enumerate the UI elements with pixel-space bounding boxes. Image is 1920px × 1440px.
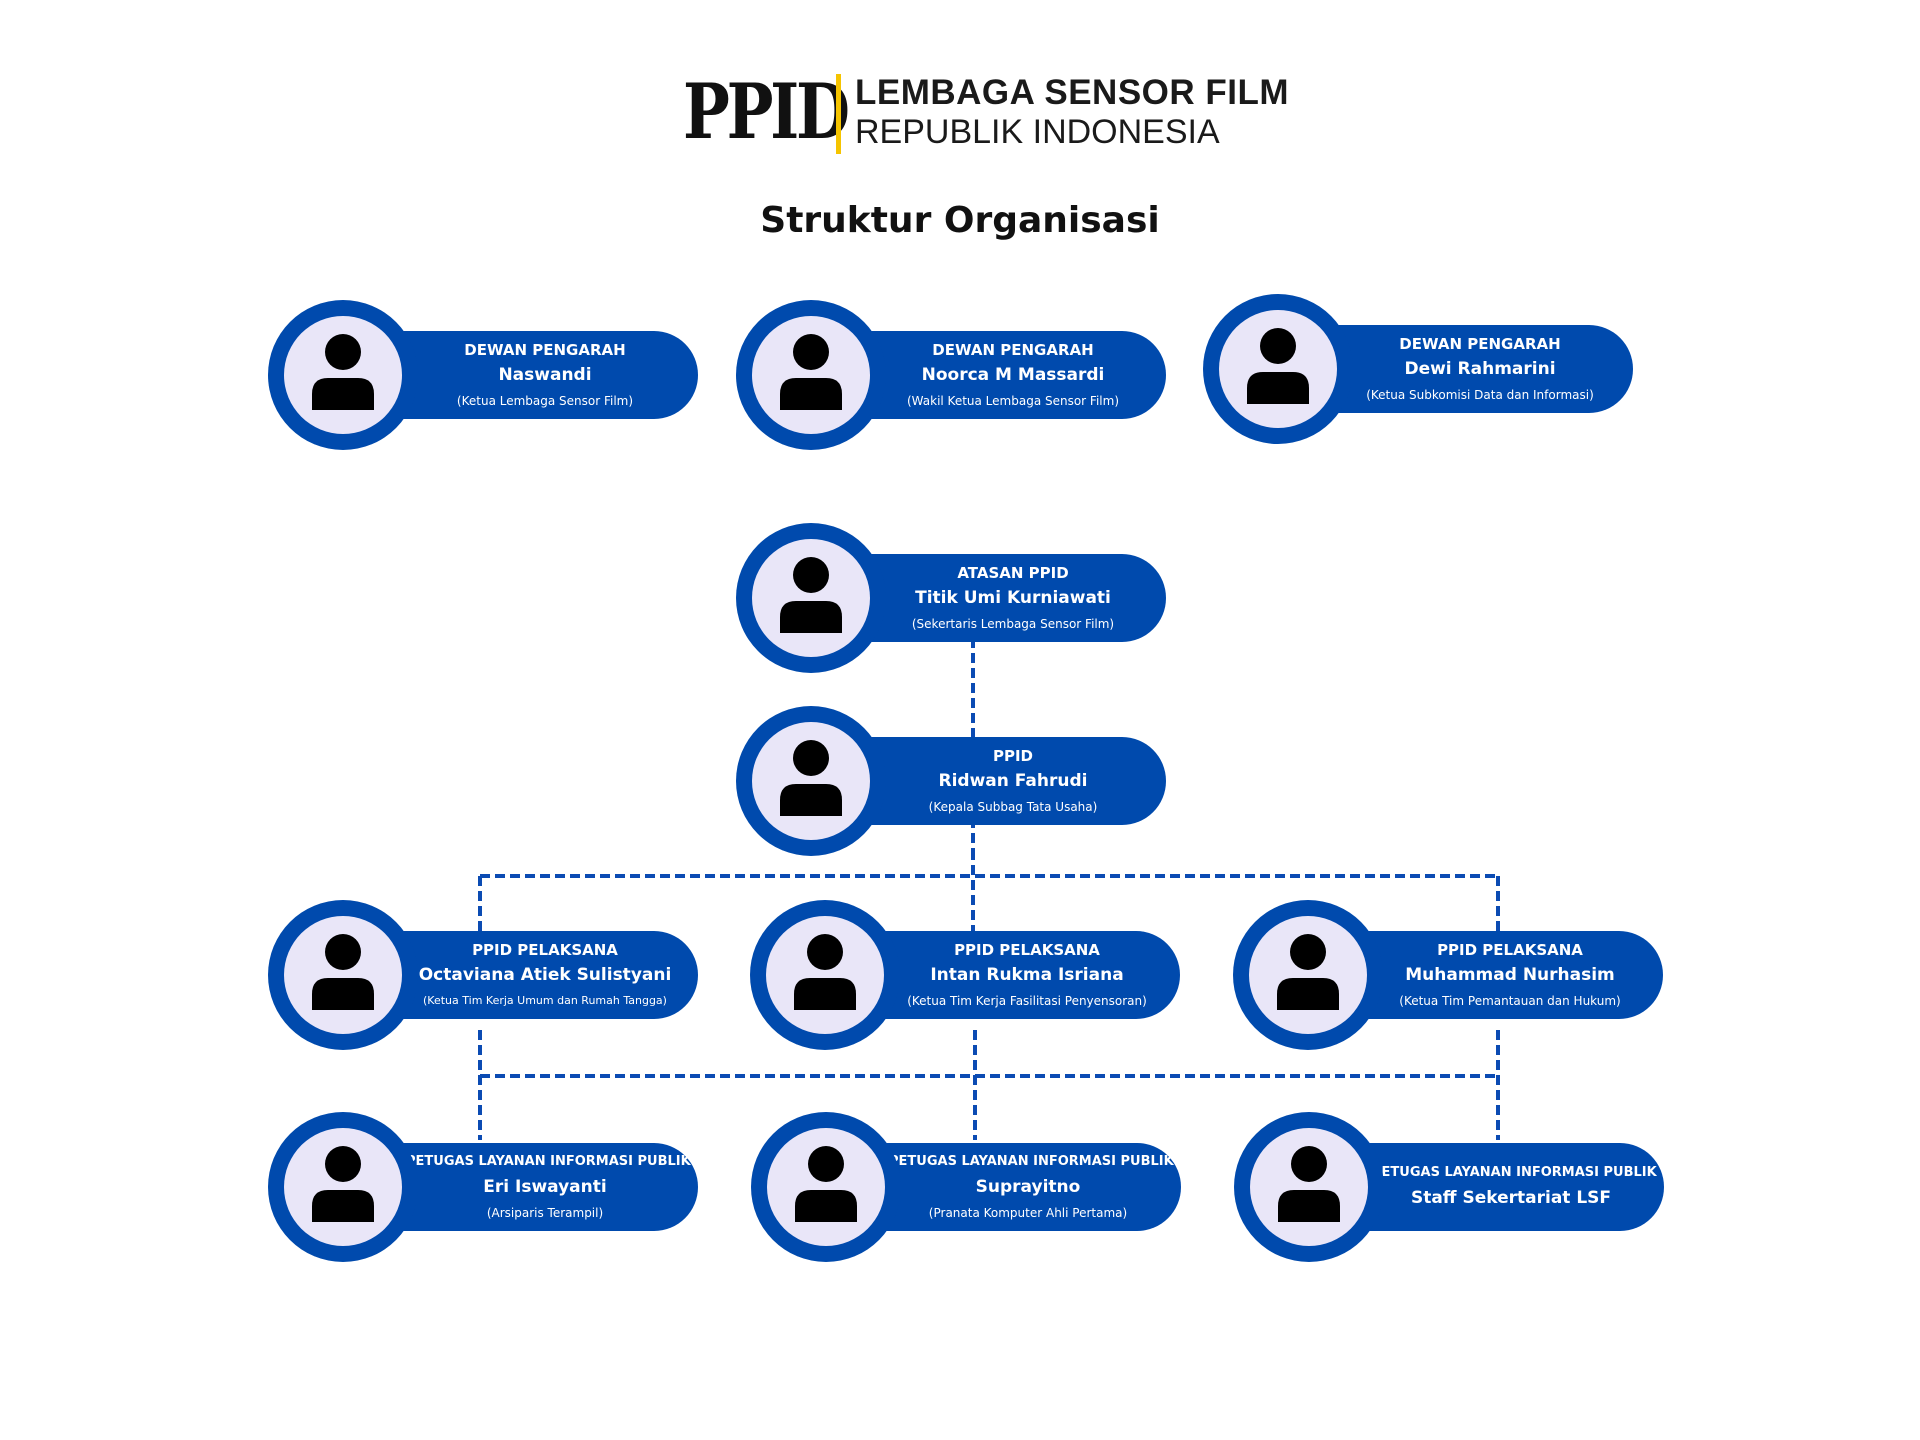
node-name: Noorca M Massardi xyxy=(921,365,1105,385)
person-icon xyxy=(795,1146,857,1222)
node-desc: (Ketua Tim Kerja Umum dan Rumah Tangga) xyxy=(423,994,667,1007)
person-icon xyxy=(780,740,842,816)
node-name: Dewi Rahmarini xyxy=(1404,359,1556,379)
avatar xyxy=(736,300,886,450)
avatar-inner xyxy=(752,539,870,657)
org-node-dewan-pengarah-1: DEWAN PENGARAH Naswandi (Ketua Lembaga S… xyxy=(268,300,698,450)
person-icon xyxy=(1278,1146,1340,1222)
org-node-ppid-pelaksana-3: PPID PELAKSANA Muhammad Nurhasim (Ketua … xyxy=(1233,900,1663,1050)
avatar-inner xyxy=(1249,916,1367,1034)
avatar-inner xyxy=(284,316,402,434)
org-node-dewan-pengarah-3: DEWAN PENGARAH Dewi Rahmarini (Ketua Sub… xyxy=(1203,294,1633,444)
logo-institution: LEMBAGA SENSOR FILM xyxy=(855,73,1290,112)
node-desc: (Kepala Subbag Tata Usaha) xyxy=(928,800,1098,814)
avatar xyxy=(1234,1112,1384,1262)
node-desc: (Wakil Ketua Lembaga Sensor Film) xyxy=(906,394,1119,408)
avatar xyxy=(1203,294,1353,444)
org-node-atasan-ppid: ATASAN PPID Titik Umi Kurniawati (Sekert… xyxy=(736,523,1166,673)
node-name: Muhammad Nurhasim xyxy=(1405,965,1615,985)
logo-divider xyxy=(836,74,841,154)
avatar-inner xyxy=(752,722,870,840)
node-desc: (Ketua Subkomisi Data dan Informasi) xyxy=(1366,388,1594,402)
org-node-petugas-layanan-1: PETUGAS LAYANAN INFORMASI PUBLIK Eri Isw… xyxy=(268,1112,698,1262)
person-icon xyxy=(312,334,374,410)
node-role: ATASAN PPID xyxy=(957,564,1069,582)
node-desc: (Pranata Komputer Ahli Pertama) xyxy=(928,1206,1128,1220)
avatar-inner xyxy=(766,916,884,1034)
avatar xyxy=(1233,900,1383,1050)
node-desc: (Arsiparis Terampil) xyxy=(486,1206,604,1220)
avatar-inner xyxy=(1250,1128,1368,1246)
avatar xyxy=(268,1112,418,1262)
node-desc: (Ketua Tim Pemantauan dan Hukum) xyxy=(1399,994,1621,1008)
node-role: PPID PELAKSANA xyxy=(954,941,1100,959)
node-name: Titik Umi Kurniawati xyxy=(915,588,1111,608)
node-role: DEWAN PENGARAH xyxy=(932,341,1094,359)
node-desc: (Ketua Tim Kerja Fasilitasi Penyensoran) xyxy=(907,994,1147,1008)
node-name: Ridwan Fahrudi xyxy=(938,771,1088,791)
avatar-inner xyxy=(284,916,402,1034)
node-role: PETUGAS LAYANAN INFORMASI PUBLIK xyxy=(406,1154,691,1169)
node-role: DEWAN PENGARAH xyxy=(464,341,626,359)
node-name: Naswandi xyxy=(498,365,592,385)
node-role: DEWAN PENGARAH xyxy=(1399,335,1561,353)
person-icon xyxy=(1277,934,1339,1010)
node-name: Suprayitno xyxy=(975,1177,1081,1197)
person-icon xyxy=(312,934,374,1010)
avatar xyxy=(736,523,886,673)
avatar-inner xyxy=(284,1128,402,1246)
page-title: Struktur Organisasi xyxy=(760,200,1160,241)
avatar-inner xyxy=(752,316,870,434)
avatar-inner xyxy=(1219,310,1337,428)
avatar xyxy=(736,706,886,856)
node-role: PPID PELAKSANA xyxy=(472,941,618,959)
org-node-ppid-pelaksana-2: PPID PELAKSANA Intan Rukma Isriana (Ketu… xyxy=(750,900,1180,1050)
avatar xyxy=(268,900,418,1050)
org-node-ppid: PPID Ridwan Fahrudi (Kepala Subbag Tata … xyxy=(736,706,1166,856)
node-name: Intan Rukma Isriana xyxy=(930,965,1124,985)
org-node-petugas-layanan-2: PETUGAS LAYANAN INFORMASI PUBLIK Suprayi… xyxy=(751,1112,1181,1262)
person-icon xyxy=(794,934,856,1010)
node-name: Staff Sekertariat LSF xyxy=(1410,1188,1612,1208)
avatar xyxy=(268,300,418,450)
avatar xyxy=(751,1112,901,1262)
ppid-logo: PPID LEMBAGA SENSOR FILM REPUBLIK INDONE… xyxy=(683,70,1303,160)
avatar-inner xyxy=(767,1128,885,1246)
node-name: Octaviana Atiek Sulistyani xyxy=(418,965,672,985)
node-desc: (Sekertaris Lembaga Sensor Film) xyxy=(911,617,1115,631)
org-node-dewan-pengarah-2: DEWAN PENGARAH Noorca M Massardi (Wakil … xyxy=(736,300,1166,450)
node-role: PETUGAS LAYANAN INFORMASI PUBLIK xyxy=(889,1154,1174,1169)
node-role: PPID xyxy=(992,747,1034,765)
logo-ppid-text: PPID xyxy=(683,67,850,156)
node-role: PPID PELAKSANA xyxy=(1437,941,1583,959)
node-desc: (Ketua Lembaga Sensor Film) xyxy=(456,394,634,408)
person-icon xyxy=(780,557,842,633)
avatar xyxy=(750,900,900,1050)
person-icon xyxy=(312,1146,374,1222)
person-icon xyxy=(780,334,842,410)
person-icon xyxy=(1247,328,1309,404)
org-node-petugas-layanan-3: PETUGAS LAYANAN INFORMASI PUBLIK Staff S… xyxy=(1234,1112,1664,1262)
logo-country: REPUBLIK INDONESIA xyxy=(855,113,1220,151)
node-name: Eri Iswayanti xyxy=(483,1177,607,1197)
node-role: PETUGAS LAYANAN INFORMASI PUBLIK xyxy=(1372,1165,1657,1180)
org-node-ppid-pelaksana-1: PPID PELAKSANA Octaviana Atiek Sulistyan… xyxy=(268,900,698,1050)
